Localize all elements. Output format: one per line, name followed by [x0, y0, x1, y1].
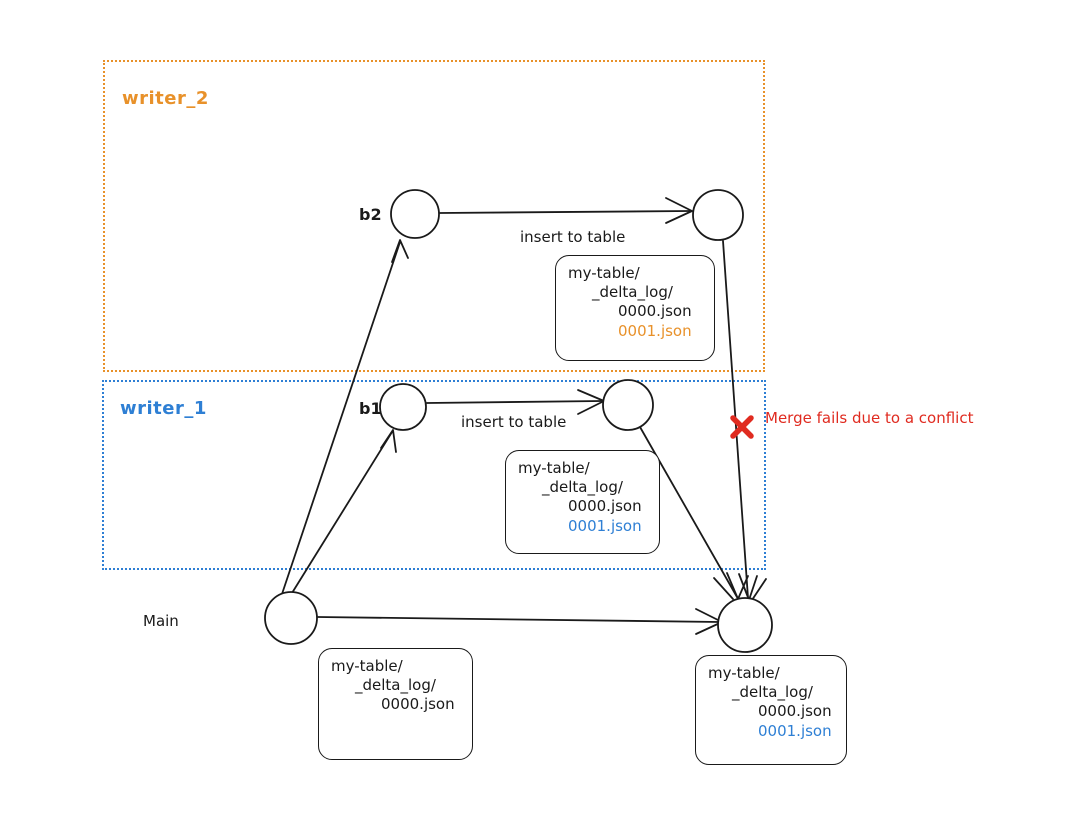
node-b2: [390, 189, 440, 239]
node-label-b1: b1: [359, 399, 382, 418]
file-path-line-highlighted: 0001.json: [618, 321, 692, 340]
node-main: [264, 591, 318, 645]
node-b1: [379, 383, 427, 431]
file-path-line: my-table/: [568, 264, 640, 282]
file-path-line: _delta_log/: [542, 478, 623, 497]
node-label-b2: b2: [359, 205, 382, 224]
file-box-writer1-commit: my-table/ _delta_log/ 0000.json 0001.jso…: [505, 450, 660, 554]
file-box-merge-result: my-table/ _delta_log/ 0000.json 0001.jso…: [695, 655, 847, 765]
node-b1-commit: [602, 379, 654, 431]
file-path-line: 0000.json: [381, 695, 455, 714]
x-mark-icon: [730, 415, 754, 439]
sketch-stroke-merge-a: [713, 577, 734, 600]
node-label-main: Main: [143, 612, 179, 630]
arrowhead-b2-insert: [665, 197, 693, 224]
lane-label-writer-2: writer_2: [122, 88, 209, 109]
file-path-line: _delta_log/: [355, 676, 436, 695]
edge-main-to-merge: [317, 616, 721, 623]
arrowhead-main-to-b2: [391, 239, 409, 263]
sketch-stroke-merge-b: [751, 578, 767, 601]
file-path-line: _delta_log/: [592, 283, 673, 302]
node-merge: [717, 597, 773, 653]
file-path-line: my-table/: [518, 459, 590, 477]
file-path-line-highlighted: 0001.json: [758, 721, 832, 740]
edge-b1-insert: [426, 400, 603, 404]
edge-main-to-b1: [291, 431, 393, 594]
edge-b2-insert: [439, 210, 691, 214]
file-path-line: 0000.json: [568, 497, 642, 516]
edge-label-writer2-insert: insert to table: [520, 228, 626, 246]
file-path-line: 0000.json: [758, 702, 832, 721]
conflict-message: Merge fails due to a conflict: [765, 409, 974, 427]
file-box-writer2-commit: my-table/ _delta_log/ 0000.json 0001.jso…: [555, 255, 715, 361]
edge-main-to-b2: [281, 241, 401, 595]
node-b2-commit: [692, 189, 744, 241]
file-path-line: _delta_log/: [732, 683, 813, 702]
file-path-line: my-table/: [708, 664, 780, 682]
arrowhead-main-to-b1: [380, 429, 397, 453]
lane-label-writer-1: writer_1: [120, 398, 207, 419]
edge-label-writer1-insert: insert to table: [461, 413, 567, 431]
file-path-line: my-table/: [331, 657, 403, 675]
lane-writer-1: [102, 380, 766, 570]
lane-writer-2: [103, 60, 765, 372]
file-path-line: 0000.json: [618, 302, 692, 321]
file-path-line-highlighted: 0001.json: [568, 516, 642, 535]
file-box-main-base: my-table/ _delta_log/ 0000.json: [318, 648, 473, 760]
